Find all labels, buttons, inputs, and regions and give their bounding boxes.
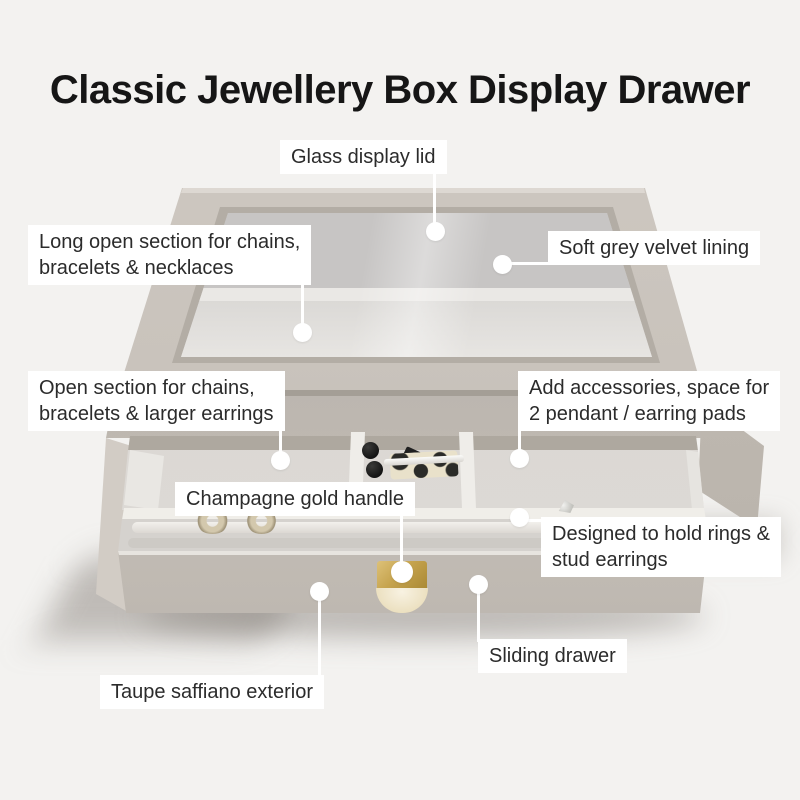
callout-line-velvet-lining	[505, 262, 551, 265]
callout-label-sliding-drawer: Sliding drawer	[478, 639, 627, 673]
callout-dot-rings-studs	[510, 508, 529, 527]
callout-line-long-open-section	[301, 285, 304, 327]
callout-dot-sliding-drawer	[469, 575, 488, 594]
callout-label-add-accessories: Add accessories, space for 2 pendant / e…	[518, 371, 781, 431]
black-stud-earring	[366, 461, 383, 478]
callout-dot-add-accessories	[510, 449, 529, 468]
ring-roll	[132, 522, 692, 533]
callout-line-open-section	[279, 428, 282, 454]
callout-label-long-open-section: Long open section for chains, bracelets …	[28, 225, 312, 285]
callout-dot-open-section	[271, 451, 290, 470]
callout-label-glass-lid: Glass display lid	[280, 140, 447, 174]
callout-line-rings-studs	[522, 519, 546, 522]
callout-dot-glass-lid	[426, 222, 445, 241]
callout-line-glass-lid	[433, 170, 436, 226]
callout-dot-velvet-lining	[493, 255, 512, 274]
callout-label-rings-studs: Designed to hold rings & stud earrings	[541, 517, 781, 577]
black-stud-earring	[362, 442, 379, 459]
callout-line-taupe-exterior	[318, 596, 321, 678]
long-open-section	[181, 301, 652, 357]
callout-label-open-section: Open section for chains, bracelets & lar…	[28, 371, 285, 431]
callout-line-sliding-drawer	[477, 590, 480, 642]
page-title: Classic Jewellery Box Display Drawer	[49, 68, 751, 112]
callout-dot-gold-handle	[391, 561, 413, 583]
interior-divider-edge	[181, 288, 652, 301]
callout-label-velvet-lining: Soft grey velvet lining	[548, 231, 761, 265]
callout-line-gold-handle	[400, 514, 403, 564]
callout-label-gold-handle: Champagne gold handle	[175, 482, 415, 516]
callout-line-add-accessories	[518, 428, 521, 452]
callout-label-taupe-exterior: Taupe saffiano exterior	[100, 675, 324, 709]
ring-roll-groove	[128, 538, 702, 548]
callout-dot-taupe-exterior	[310, 582, 329, 601]
callout-dot-long-open-section	[293, 323, 312, 342]
